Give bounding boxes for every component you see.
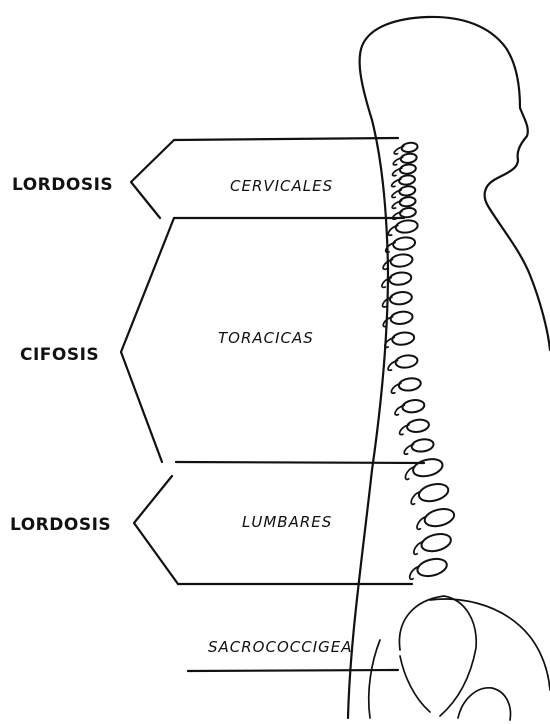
thoracic-vertebra (390, 253, 413, 268)
lumbar-vertebra (411, 456, 444, 479)
boundary-line-thoracic-lumbar (176, 462, 424, 463)
cervical-vertebra (401, 142, 418, 153)
cervical-vertebra (399, 164, 416, 175)
cervical-vertebra (399, 185, 416, 196)
thoracic-vertebra (390, 310, 413, 325)
thoracic-vertebra (391, 331, 414, 346)
cervical-vertebra (399, 196, 416, 207)
lumbar-vertebra (420, 531, 453, 554)
region-label-sacral: SACROCOCCIGEA (208, 638, 353, 656)
thoracic-vertebra (392, 236, 415, 251)
thoracic-vertebra (402, 399, 425, 414)
curve-label-cervical: LORDOSIS (12, 175, 113, 195)
curve-label-lumbar: LORDOSIS (10, 515, 111, 535)
body-silhouette-outline (348, 17, 550, 718)
pelvis-outline (369, 640, 380, 718)
lumbar-vertebra (416, 556, 449, 579)
coccyx-outline (400, 656, 430, 712)
thoracic-vertebra (389, 271, 412, 286)
cervical-vertebra (398, 174, 415, 185)
lumbar-vertebra (417, 481, 450, 504)
region-label-thoracic: TORACICAS (218, 329, 314, 347)
cervical-vertebra (399, 207, 416, 218)
region-label-lumbar: LUMBARES (242, 513, 332, 531)
femur-outline (458, 688, 510, 720)
lumbar-vertebra (423, 506, 456, 529)
thoracic-vertebra (411, 438, 434, 453)
region-label-cervical: CERVICALES (230, 177, 333, 195)
thoracic-vertebra (395, 354, 418, 369)
lumbar-bracket (134, 476, 178, 584)
curve-label-thoracic: CIFOSIS (20, 345, 99, 365)
cervical-bracket (131, 140, 174, 218)
thoracic-vertebra (406, 418, 429, 433)
boundary-line-bottom (188, 670, 398, 671)
thoracic-vertebra (395, 219, 418, 234)
cervical-vertebra (400, 153, 417, 164)
vertebral-column (382, 142, 456, 579)
thoracic-bracket (121, 218, 174, 462)
boundary-line-top (174, 138, 398, 140)
thoracic-vertebra (398, 377, 421, 392)
hip-outline (430, 599, 550, 690)
thoracic-vertebra (389, 291, 412, 306)
sacrum-outline (399, 596, 476, 716)
